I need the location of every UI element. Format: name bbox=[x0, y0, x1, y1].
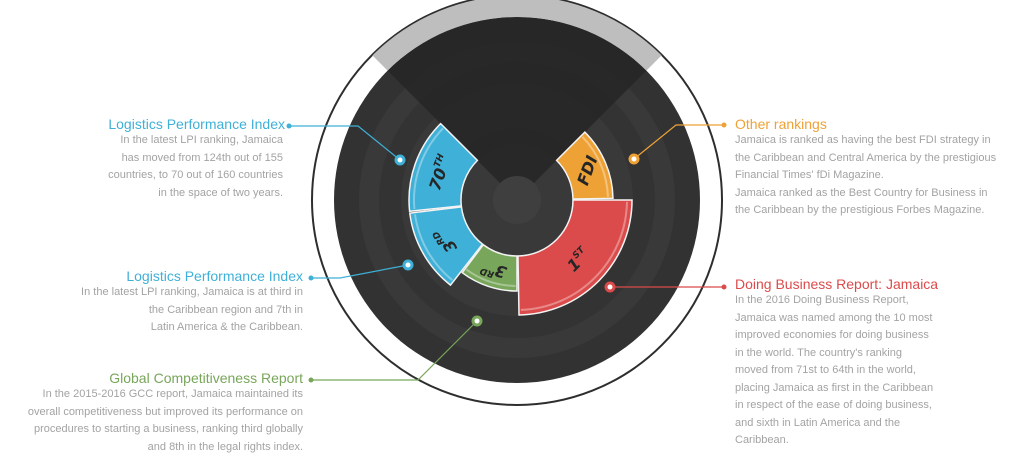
callout-doing-business: Doing Business Report: Jamaica In the 20… bbox=[735, 276, 938, 450]
connector-doing-business bbox=[604, 281, 727, 293]
connector-end-dot bbox=[308, 275, 314, 281]
segment-arc bbox=[408, 205, 484, 287]
connector-gcr bbox=[308, 315, 483, 383]
connector-end-dot bbox=[286, 123, 292, 129]
segment-arc bbox=[461, 243, 518, 292]
callout-title: Other rankings bbox=[735, 116, 827, 132]
connector-lpi-70th bbox=[286, 123, 406, 166]
callout-title: Global Competitiveness Report bbox=[109, 370, 303, 386]
callout-lpi-70th: Logistics Performance Index In the lates… bbox=[108, 116, 285, 202]
connector-line bbox=[311, 264, 409, 279]
segment-rim bbox=[465, 268, 516, 287]
callout-other-rankings: Other rankings Jamaica is ranked as havi… bbox=[735, 116, 996, 220]
connector-anchor-center bbox=[631, 156, 637, 162]
connector-line bbox=[311, 320, 478, 381]
callout-body: In the 2016 Doing Business Report, Jamai… bbox=[735, 294, 934, 446]
callout-body: In the latest LPI ranking, Jamaica is at… bbox=[81, 286, 303, 333]
connector-end-dot bbox=[721, 122, 727, 128]
callout-body: In the latest LPI ranking, Jamaica has m… bbox=[108, 134, 283, 199]
connector-line bbox=[289, 125, 401, 161]
connectors bbox=[286, 122, 727, 383]
segment-fdi: FDI bbox=[555, 131, 614, 200]
connector-lpi-3rd bbox=[308, 259, 414, 281]
callout-title: Logistics Performance Index bbox=[126, 268, 303, 284]
callout-gcr: Global Competitiveness Report In the 201… bbox=[28, 370, 303, 456]
callout-body: In the 2015-2016 GCC report, Jamaica mai… bbox=[27, 388, 303, 453]
segment-arc bbox=[555, 131, 614, 200]
connector-anchor-center bbox=[474, 318, 480, 324]
radar-hub bbox=[493, 176, 541, 224]
connector-end-dot bbox=[721, 284, 727, 290]
segment-label: 3RD bbox=[478, 257, 508, 283]
connector-anchor-center bbox=[397, 157, 403, 163]
connector-end-dot bbox=[308, 377, 314, 383]
segment-arc bbox=[517, 199, 633, 316]
callout-body: Jamaica is ranked as having the best FDI… bbox=[735, 134, 997, 216]
callout-title: Doing Business Report: Jamaica bbox=[735, 276, 939, 292]
segment-lpi-70th: 70TH bbox=[408, 122, 479, 213]
connector-anchor-center bbox=[405, 262, 411, 268]
connector-anchor-center bbox=[607, 284, 613, 290]
segment-lpi-3rd: 3RD bbox=[408, 205, 484, 287]
callout-title: Logistics Performance Index bbox=[108, 116, 285, 132]
connector-other bbox=[628, 122, 727, 165]
segment-doing-business-1st: 1ST bbox=[517, 199, 633, 316]
segment-arc bbox=[408, 122, 479, 213]
radar-cap bbox=[372, 0, 662, 71]
segment-gcr-3rd: 3RD bbox=[461, 243, 518, 292]
segment-rim bbox=[413, 127, 444, 210]
callout-lpi-3rd: Logistics Performance Index In the lates… bbox=[81, 268, 303, 337]
connector-line bbox=[633, 124, 724, 160]
